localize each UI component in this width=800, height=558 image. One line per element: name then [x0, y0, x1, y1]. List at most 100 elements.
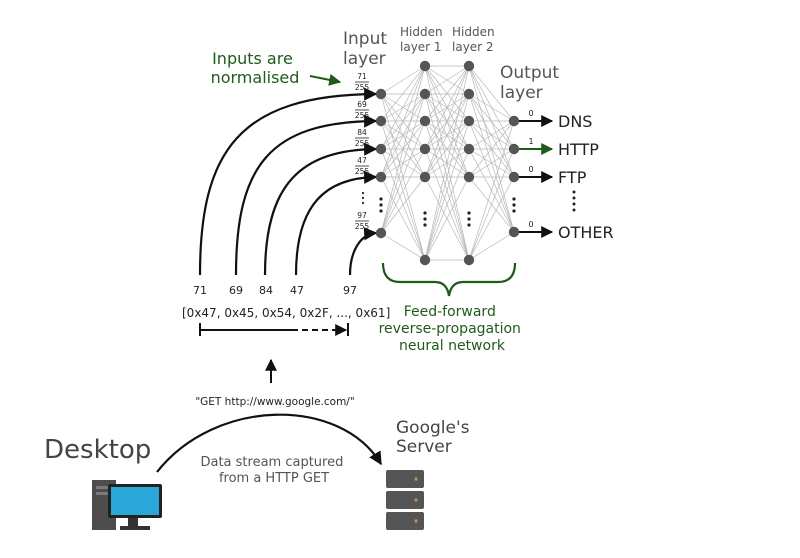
- network-caption: Feed-forward reverse-propagation neural …: [379, 304, 526, 354]
- svg-text:255: 255: [355, 139, 370, 148]
- edge-l0-4-4: [380, 176, 426, 234]
- input-value-4: 47: [290, 284, 304, 297]
- edge-l0-4-3: [380, 148, 426, 234]
- edge-l2-1-2: [468, 93, 515, 178]
- node-l0-2: [375, 143, 387, 155]
- input-arrow-5: [348, 227, 378, 276]
- output-value-http: 1: [528, 137, 533, 146]
- edge-l2-5-1: [468, 148, 515, 261]
- edge-l2-4-1: [468, 148, 515, 178]
- hidden-layer-2-label: Hidden layer 2: [452, 25, 498, 54]
- input-value-2: 69: [229, 284, 243, 297]
- input-values: 71 69 84 47 97: [193, 284, 357, 297]
- node-l1-0: [419, 60, 431, 72]
- input-arrow-3: [263, 142, 378, 276]
- input-arrow-1: [198, 87, 378, 276]
- desktop-computer-icon: [92, 480, 162, 530]
- edge-l1-4-2: [424, 120, 470, 178]
- edge-l1-5-4: [424, 176, 470, 261]
- stream-caption: Data stream captured from a HTTP GET: [200, 455, 347, 486]
- server-icon: [386, 470, 424, 530]
- edge-l0-0-0: [380, 65, 426, 95]
- output-values: 0 1 0 0: [528, 109, 533, 229]
- node-l3-2: [508, 171, 520, 183]
- node-l2-5: [463, 254, 475, 266]
- node-l2-1: [463, 88, 475, 100]
- svg-text:47: 47: [357, 156, 367, 165]
- svg-text:255: 255: [355, 167, 370, 176]
- edge-l0-1-0: [380, 65, 426, 122]
- node-l3-3: [508, 226, 520, 238]
- output-labels: DNS HTTP FTP OTHER: [558, 112, 614, 242]
- edge-l1-5-1: [424, 93, 470, 261]
- edge-l1-5-3: [424, 148, 470, 261]
- input-value-5: 97: [343, 284, 357, 297]
- node-l0-0: [375, 88, 387, 100]
- output-value-other: 0: [528, 220, 533, 229]
- fraction-ellipsis: [361, 191, 365, 205]
- edge-l2-1-0: [468, 93, 515, 122]
- output-label-dns: DNS: [558, 112, 592, 131]
- hidden-layer-1-label: Hidden layer 1: [400, 25, 446, 54]
- output-label-ftp: FTP: [558, 168, 587, 187]
- request-text: "GET http://www.google.com/": [195, 396, 354, 408]
- edge-l2-1-1: [468, 93, 515, 150]
- edge-l0-4-0: [380, 65, 426, 234]
- edge-l1-4-1: [424, 93, 470, 178]
- edge-l2-3-0: [468, 120, 515, 150]
- node-l1-3: [419, 143, 431, 155]
- normalised-annotation: Inputs are normalised: [211, 49, 300, 87]
- output-arrows: [519, 115, 554, 238]
- network-nodes: [375, 60, 520, 266]
- network-ellipsis: [379, 190, 576, 227]
- edge-l2-2-3: [468, 120, 515, 233]
- input-value-1: 71: [193, 284, 207, 297]
- edge-l1-1-0: [424, 65, 470, 95]
- node-l0-1: [375, 115, 387, 127]
- svg-text:255: 255: [355, 83, 370, 92]
- byte-array: [0x47, 0x45, 0x54, 0x2F, ..., 0x61]: [182, 306, 390, 320]
- desktop-label: Desktop: [44, 435, 151, 465]
- input-arrows: [198, 87, 378, 276]
- network-brace: [381, 262, 517, 297]
- edge-l0-3-1: [380, 93, 426, 178]
- node-l3-0: [508, 115, 520, 127]
- edge-l2-5-3: [468, 231, 515, 261]
- edge-l1-5-0: [424, 65, 470, 261]
- node-l0-3: [375, 171, 387, 183]
- input-arrow-4: [294, 170, 378, 276]
- node-l2-0: [463, 60, 475, 72]
- node-l1-1: [419, 88, 431, 100]
- edge-l0-3-5: [380, 176, 426, 261]
- edge-l1-4-0: [424, 65, 470, 178]
- normalised-arrow: [309, 73, 342, 86]
- svg-text:255: 255: [355, 222, 370, 231]
- server-label: Google's Server: [396, 418, 475, 457]
- edge-l0-3-0: [380, 65, 426, 178]
- edge-l1-2-0: [424, 65, 470, 122]
- svg-text:69: 69: [357, 100, 367, 109]
- node-l3-1: [508, 143, 520, 155]
- edge-l2-5-0: [468, 120, 515, 261]
- output-label-http: HTTP: [558, 140, 599, 159]
- stream-length-bar: [199, 323, 349, 336]
- node-l1-5: [419, 254, 431, 266]
- input-layer-label: Input layer: [343, 29, 392, 69]
- output-value-ftp: 0: [528, 165, 533, 174]
- edge-l0-4-5: [380, 232, 426, 261]
- edge-l0-4-1: [380, 93, 426, 234]
- node-l2-3: [463, 143, 475, 155]
- edge-l2-4-0: [468, 120, 515, 178]
- edge-l2-0-0: [468, 65, 515, 122]
- edge-l1-3-0: [424, 65, 470, 150]
- output-label-other: OTHER: [558, 223, 614, 242]
- output-value-dns: 0: [528, 109, 533, 118]
- input-value-3: 84: [259, 284, 273, 297]
- edge-l0-4-2: [380, 120, 426, 234]
- svg-text:97: 97: [357, 211, 367, 220]
